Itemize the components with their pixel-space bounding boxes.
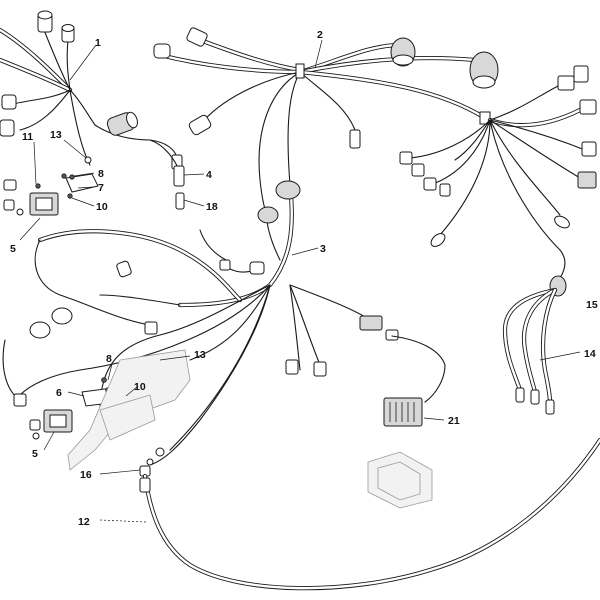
harness-3 <box>2 180 399 466</box>
connector-plug <box>186 27 208 47</box>
callout-18: 18 <box>206 201 218 213</box>
callout-13-upper: 13 <box>50 129 62 141</box>
sensor-4 <box>173 165 185 187</box>
mounting-hardware-upper <box>3 156 99 216</box>
callout-11: 11 <box>22 131 33 143</box>
callout-13-lower: 13 <box>194 349 206 361</box>
callout-8-upper: 8 <box>98 168 104 180</box>
callout-10-lower: 10 <box>134 381 146 393</box>
multi-pin-connector <box>359 315 383 331</box>
callout-14: 14 <box>584 348 596 360</box>
mounting-hardware-lower <box>29 349 191 477</box>
harness-12 <box>139 437 600 591</box>
callout-12: 12 <box>78 516 90 528</box>
regulator-body <box>383 397 423 427</box>
callout-6: 6 <box>56 387 62 399</box>
harness-2-right-branch <box>399 65 597 297</box>
callout-labels: 1 2 3 4 5 5 6 7 8 8 10 10 11 12 13 13 14… <box>10 29 598 528</box>
callout-5-upper: 5 <box>10 243 16 255</box>
callout-10-upper: 10 <box>96 201 108 213</box>
callout-2: 2 <box>317 29 323 41</box>
multi-pin-connector <box>275 180 301 200</box>
callout-15: 15 <box>586 299 598 311</box>
connector-plug <box>1 94 17 110</box>
leader-lines <box>19 39 581 523</box>
callout-16: 16 <box>80 469 92 481</box>
callout-3: 3 <box>320 243 326 255</box>
connector-plug <box>349 129 361 149</box>
callout-5-lower: 5 <box>32 448 38 460</box>
connector-plug <box>51 307 73 325</box>
callout-1: 1 <box>95 37 101 49</box>
callout-7: 7 <box>98 182 104 194</box>
sensor-parts <box>149 139 185 210</box>
terminal-plug <box>515 387 525 403</box>
callout-21: 21 <box>448 415 460 427</box>
fuse-holder <box>3 179 17 191</box>
sensor-18 <box>175 192 185 210</box>
callout-8-lower: 8 <box>106 353 112 365</box>
connector-plug <box>285 359 299 375</box>
connector-plug <box>153 43 171 59</box>
connector-plug <box>188 114 212 136</box>
callout-4: 4 <box>206 169 212 181</box>
harness-1 <box>0 10 183 170</box>
connector-block <box>557 75 575 91</box>
harness-2 <box>153 27 499 221</box>
harness-14 <box>502 287 558 415</box>
voltage-regulator-21 <box>367 335 446 509</box>
